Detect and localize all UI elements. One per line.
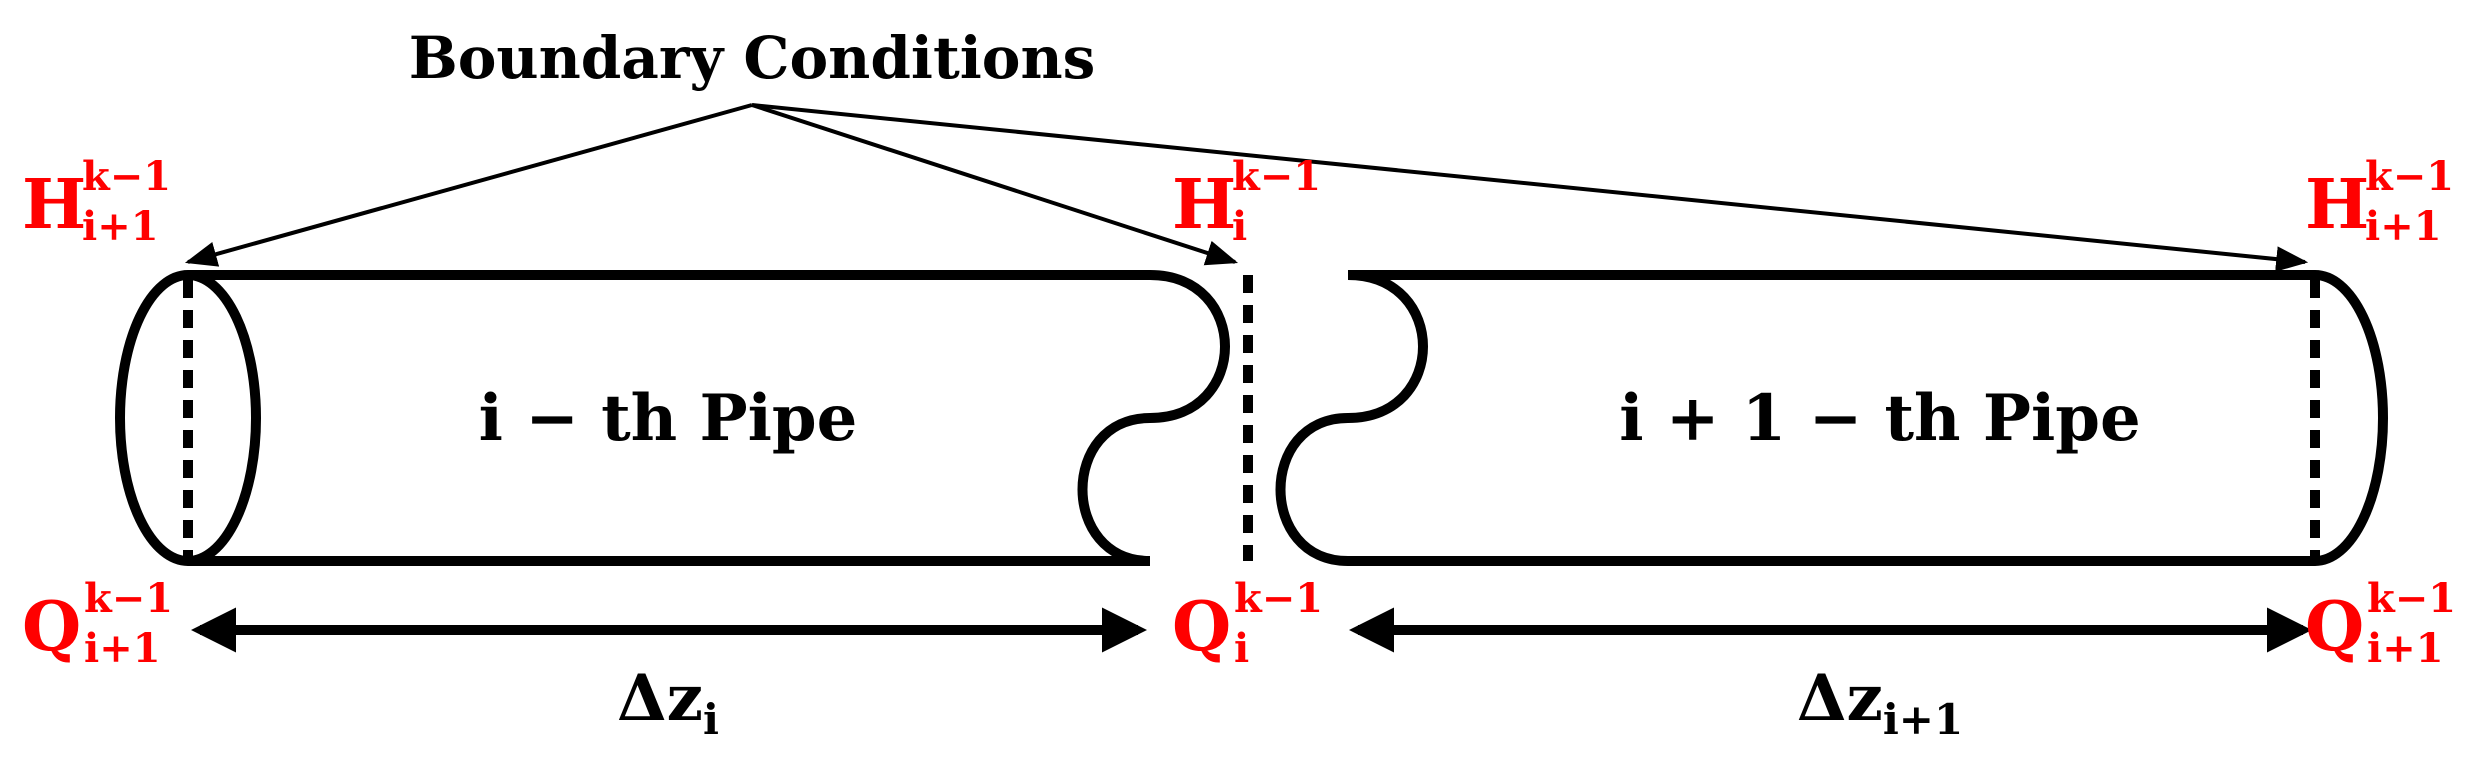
pointer-arrow-right — [751, 103, 2309, 272]
head-label-right-base: H — [2305, 165, 2369, 245]
flow-label-right: Q k−1 i+1 — [2305, 575, 2456, 672]
flow-label-middle-sup: k−1 — [1234, 575, 1323, 622]
head-label-middle-sup: k−1 — [1232, 153, 1321, 200]
pointer-arrow-left — [184, 103, 753, 267]
head-label-middle-base: H — [1172, 165, 1236, 245]
head-label-left: H k−1 i+1 — [22, 153, 171, 250]
head-label-right-sub: i+1 — [2365, 203, 2442, 250]
flow-label-left: Q k−1 i+1 — [22, 575, 173, 672]
pipe-i-plus-1-right-end-arc — [2314, 270, 2388, 566]
head-label-right-sup: k−1 — [2365, 153, 2454, 200]
head-label-middle: H k−1 i — [1172, 153, 1321, 250]
flow-label-right-sup: k−1 — [2367, 575, 2456, 622]
head-label-right: H k−1 i+1 — [2305, 153, 2454, 250]
flow-label-middle-base: Q — [1172, 587, 1231, 667]
flow-label-right-sub: i+1 — [2367, 625, 2444, 672]
length-label-pipe-i: Δzi — [617, 661, 719, 744]
flow-label-left-sub: i+1 — [84, 625, 161, 672]
head-label-middle-sub: i — [1232, 203, 1247, 250]
length-label-pipe-i-plus-1: Δzi+1 — [1797, 661, 1963, 744]
title-label: Boundary Conditions — [409, 24, 1096, 92]
flow-label-middle: Q k−1 i — [1172, 575, 1323, 672]
length-label-pipe-i-plus-1-sub: i+1 — [1883, 695, 1963, 744]
pipe-i-cut-end — [1077, 270, 1230, 566]
length-label-pipe-i-base: Δz — [617, 661, 703, 736]
head-label-left-sup: k−1 — [82, 153, 171, 200]
head-label-left-sub: i+1 — [82, 203, 159, 250]
pipe-i-plus-1 — [1275, 270, 2388, 566]
pipe-i — [115, 270, 1230, 566]
length-label-pipe-i-sub: i — [703, 695, 719, 744]
pointer-arrow-middle — [751, 103, 1239, 266]
flow-label-middle-sub: i — [1234, 625, 1249, 672]
flow-label-left-base: Q — [22, 587, 81, 667]
pipe-i-label: i − th Pipe — [479, 381, 858, 456]
pipe-i-plus-1-label: i + 1 − th Pipe — [1619, 381, 2141, 456]
length-label-pipe-i-plus-1-base: Δz — [1797, 661, 1883, 736]
boundary-pointer-arrows — [184, 103, 2309, 272]
flow-label-left-sup: k−1 — [84, 575, 173, 622]
head-label-left-base: H — [22, 165, 86, 245]
flow-label-right-base: Q — [2305, 587, 2364, 667]
pipe-i-plus-1-cut-end — [1275, 270, 1428, 566]
